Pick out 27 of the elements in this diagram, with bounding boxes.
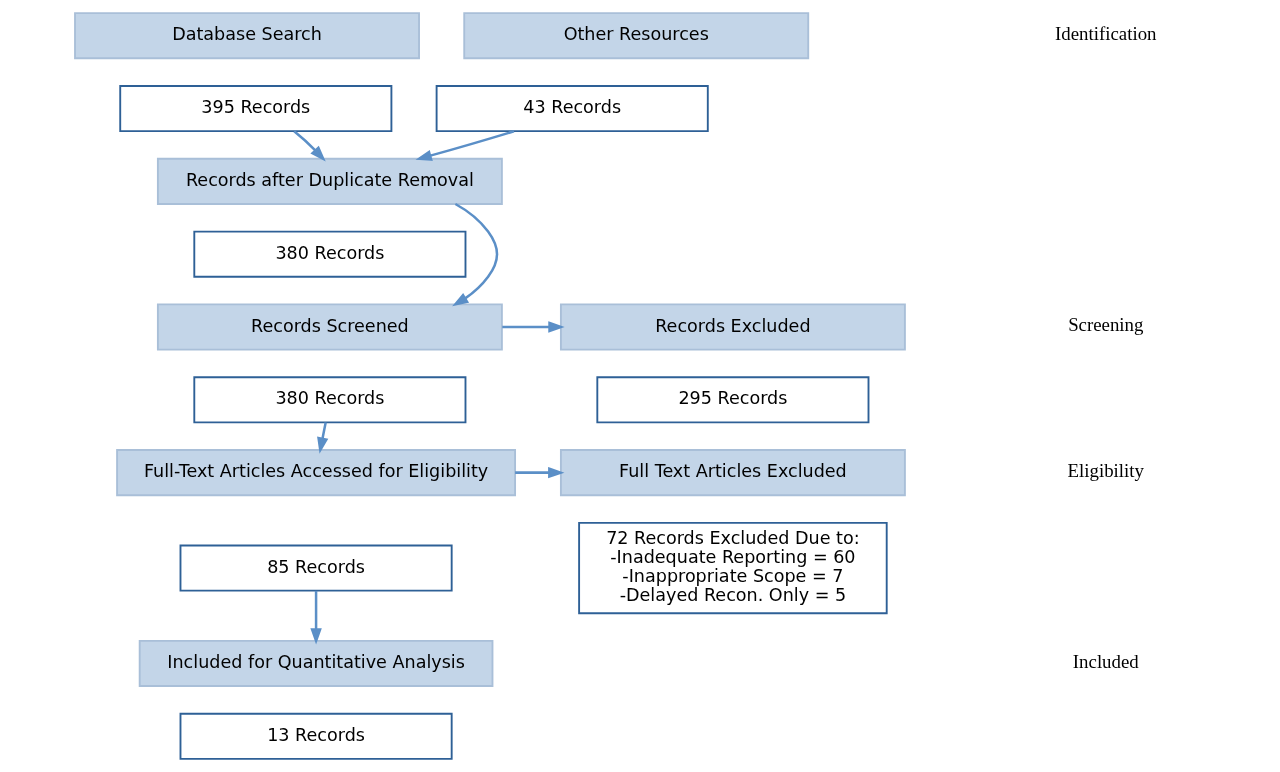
- node-box: 13 Records: [179, 712, 453, 760]
- label: Eligibility: [1067, 460, 1144, 482]
- label: Screening: [1068, 314, 1144, 336]
- node-box: 43 Records: [435, 85, 709, 133]
- arrow: [502, 321, 565, 333]
- node-box: Full-Text Articles Accessed for Eligibility: [116, 449, 517, 497]
- node-box: 395 Records: [119, 85, 393, 133]
- node-box: 380 Records: [193, 376, 467, 424]
- node-box: Full Text Articles Excluded: [559, 449, 906, 497]
- node-box: Other Resources: [463, 12, 810, 60]
- node-box: 85 Records: [179, 544, 453, 592]
- arrow: [317, 422, 329, 454]
- node-box: Records after Duplicate Removal: [156, 157, 503, 205]
- arrow: [452, 202, 499, 307]
- node-box: Included for Quantitative Analysis: [138, 639, 494, 687]
- label: Included: [1072, 650, 1139, 672]
- arrow: [293, 130, 326, 162]
- arrow: [310, 590, 322, 645]
- label: Identification: [1055, 23, 1157, 45]
- node-box: 295 Records: [596, 376, 870, 424]
- node-box: Database Search: [74, 12, 420, 60]
- node-box: 72 Records Excluded Due to: -Inadequate Reporting = 60 -Inappropriate Scope = 7 -Delayed Recon. Only = 5: [578, 521, 888, 615]
- node-box: Records Screened: [156, 303, 503, 351]
- node-box: 380 Records: [193, 230, 467, 278]
- arrow: [515, 466, 565, 479]
- arrow: [415, 130, 515, 161]
- node-box: Records Excluded: [559, 303, 906, 351]
